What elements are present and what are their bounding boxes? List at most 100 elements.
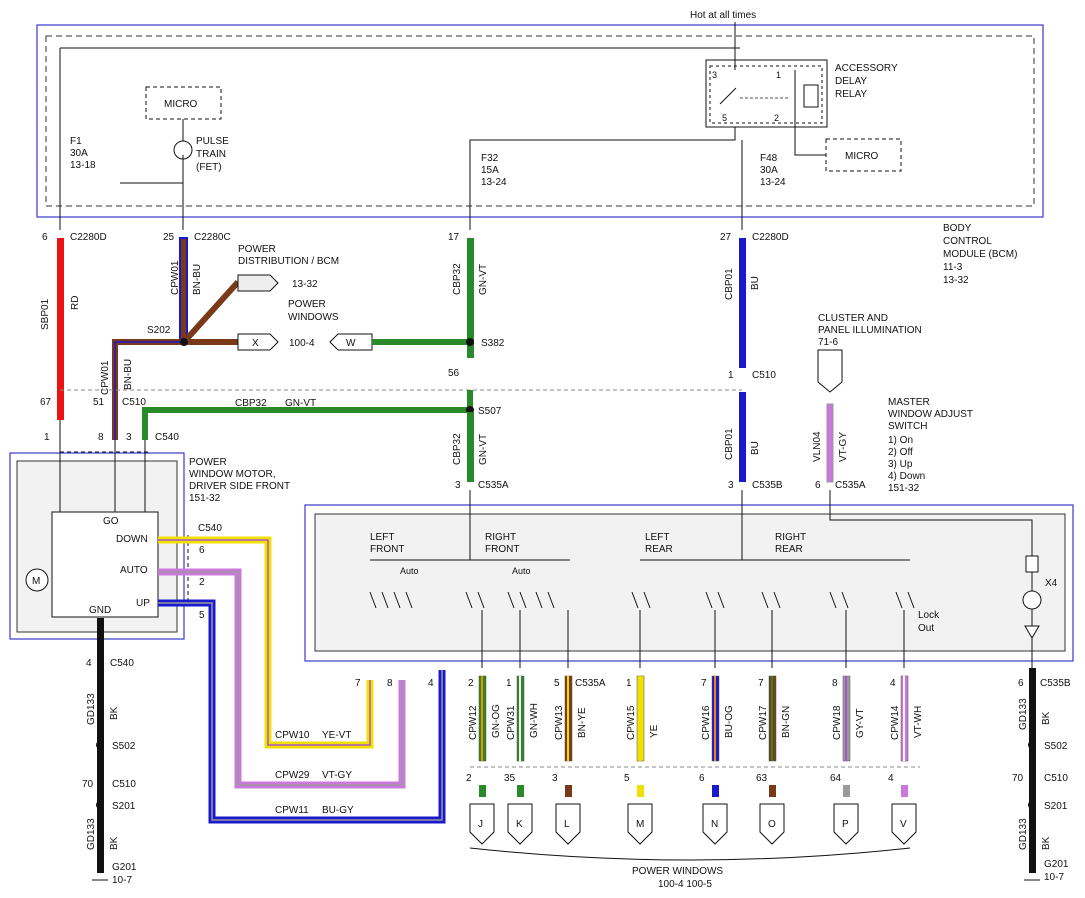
harness-brace: [469, 847, 911, 861]
switch-contact: [907, 591, 915, 609]
harness-circuit: CPW18: [832, 705, 843, 740]
harness-top-pin: 5: [554, 678, 560, 689]
harness-dest: L: [564, 819, 570, 830]
ms-l2: WINDOW ADJUST: [888, 409, 973, 420]
caption-l1: POWER WINDOWS: [632, 866, 723, 877]
harness-color: YE: [649, 724, 660, 738]
pd-ref: 13-32: [292, 279, 318, 290]
motor-pin-6: 6: [199, 545, 205, 556]
splice-s201-left: [96, 801, 104, 809]
wire-vln04: [826, 403, 834, 483]
harness-stub: [769, 785, 776, 797]
cbp32a-color: GN-VT: [478, 264, 489, 295]
cluster-l2: PANEL ILLUMINATION: [818, 325, 922, 336]
g201-right-ref: 10-7: [1044, 872, 1064, 883]
bcm-l3: MODULE (BCM): [943, 249, 1017, 260]
cbp01a-color: BU: [750, 276, 761, 290]
switch-contact: [717, 591, 725, 609]
harness-stub: [901, 785, 908, 797]
c535b-mid: C535B: [752, 480, 783, 491]
harness-top-pin: 7: [701, 678, 707, 689]
s502-left: S502: [112, 741, 136, 752]
motor-go: GO: [103, 516, 119, 527]
bcm-pin-17: 17: [448, 232, 460, 243]
relay-inner: [709, 65, 823, 124]
harness-stripe: [845, 676, 847, 761]
switch-contact: [631, 591, 639, 609]
cpw11-color: BU-GY: [322, 805, 354, 816]
splice-s502-right: [1028, 741, 1036, 749]
switch-contact: [829, 591, 837, 609]
lock-1: Lock: [918, 610, 940, 621]
pin-51: 51: [93, 397, 105, 408]
bcm-conn-2: C2280C: [194, 232, 231, 243]
switch-frame: [304, 504, 1074, 662]
switch-contact: [465, 591, 473, 609]
harness-bottom-pin: 4: [888, 773, 894, 784]
switch-contact: [405, 591, 413, 609]
relay-coil: [803, 84, 819, 108]
harness-bottom-pin: 63: [756, 773, 768, 784]
harness-stripe: [639, 676, 641, 761]
gd133-c1: BK: [109, 706, 120, 720]
micro-box-1: [145, 86, 222, 120]
gd133-c2: BK: [109, 836, 120, 850]
s202-label: S202: [147, 325, 171, 336]
switch-contact: [519, 591, 527, 609]
pin-4-c540: 4: [86, 658, 92, 669]
switch-contact: [381, 591, 389, 609]
micro-1: MICRO: [164, 99, 198, 110]
harness-dest: M: [636, 819, 644, 830]
motor-l1: POWER: [189, 457, 227, 468]
cpw29-circuit: CPW29: [275, 770, 310, 781]
pin-3a: 3: [455, 480, 461, 491]
c535a-mid: C535A: [478, 480, 509, 491]
motor-l4: 151-32: [189, 493, 221, 504]
f48-l1: F48: [760, 153, 778, 164]
switch-contact: [547, 591, 555, 609]
relay-contact: [719, 87, 737, 105]
harness-top-pin: 1: [506, 678, 512, 689]
auto-1: Auto: [400, 566, 419, 576]
cpw10-color: YE-VT: [322, 730, 351, 741]
pd-connector: [237, 274, 279, 292]
pin-67: 67: [40, 397, 52, 408]
relay-l2: DELAY: [835, 76, 867, 87]
pin-6a: 6: [815, 480, 821, 491]
f32-l2: 15A: [481, 165, 499, 176]
ms-l1: MASTER: [888, 397, 930, 408]
caption-l2: 100-4 100-5: [658, 879, 712, 890]
pin-70b: 70: [1012, 773, 1024, 784]
c510-left: C510: [122, 397, 146, 408]
motor-box: [51, 511, 159, 618]
vln04-circuit: VLN04: [812, 431, 823, 462]
fet-ground: [120, 155, 184, 184]
harness-circuit: CPW17: [758, 705, 769, 740]
x4-diode: [1024, 625, 1040, 639]
cpw01a-circuit: CPW01: [170, 260, 181, 295]
harness-circuit: CPW14: [890, 705, 901, 740]
splice-s502-left: [96, 741, 104, 749]
f32-l1: F32: [481, 153, 499, 164]
pos-rr-1: RIGHT: [775, 532, 806, 543]
switch-contacts: [369, 591, 915, 609]
pin-1-c510: 1: [728, 370, 734, 381]
motor-l3: DRIVER SIDE FRONT: [189, 481, 290, 492]
s201-right: S201: [1044, 801, 1068, 812]
harness-connector: [555, 803, 581, 845]
c510-bottom: C510: [112, 779, 136, 790]
vln04-color: VT-GY: [838, 432, 849, 462]
bcm-pin-25: 25: [163, 232, 175, 243]
wire-cpw01b-stripe: [114, 341, 184, 440]
harness-color: BN-GN: [781, 706, 792, 738]
wire-to-pd: [181, 279, 241, 345]
motor-auto: AUTO: [120, 565, 148, 576]
micro-2: MICRO: [845, 151, 879, 162]
pulse-l3: (FET): [196, 162, 222, 173]
relay-pin-1: 1: [776, 70, 781, 80]
harness-circuit: CPW12: [468, 705, 479, 740]
harness-stripe: [567, 676, 569, 761]
harness-bottom-pin: 64: [830, 773, 842, 784]
relay-to-micro: [794, 70, 826, 156]
sw-pin-7: 7: [355, 678, 361, 689]
